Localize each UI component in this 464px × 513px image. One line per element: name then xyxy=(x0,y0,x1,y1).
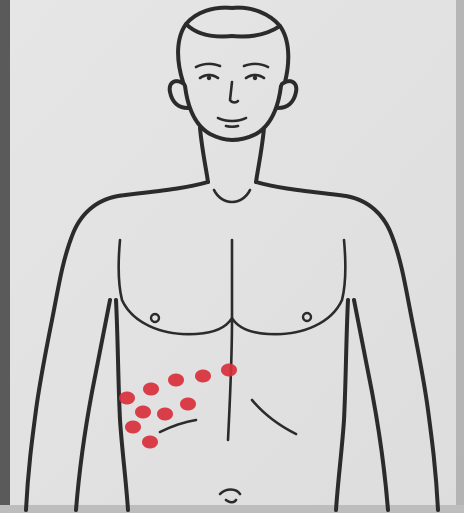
left-edge-shadow xyxy=(0,0,10,513)
marker-dot xyxy=(142,436,158,449)
marker-dot xyxy=(135,406,151,419)
marker-dot xyxy=(221,364,237,377)
marker-dot xyxy=(125,421,141,434)
marker-dot xyxy=(168,374,184,387)
right-edge-shadow xyxy=(456,0,464,513)
bottom-edge xyxy=(0,505,464,513)
marker-dot xyxy=(119,392,135,405)
marker-dot xyxy=(180,398,196,411)
marker-dot xyxy=(143,383,159,396)
marker-dot xyxy=(195,370,211,383)
marker-dot xyxy=(157,408,173,421)
